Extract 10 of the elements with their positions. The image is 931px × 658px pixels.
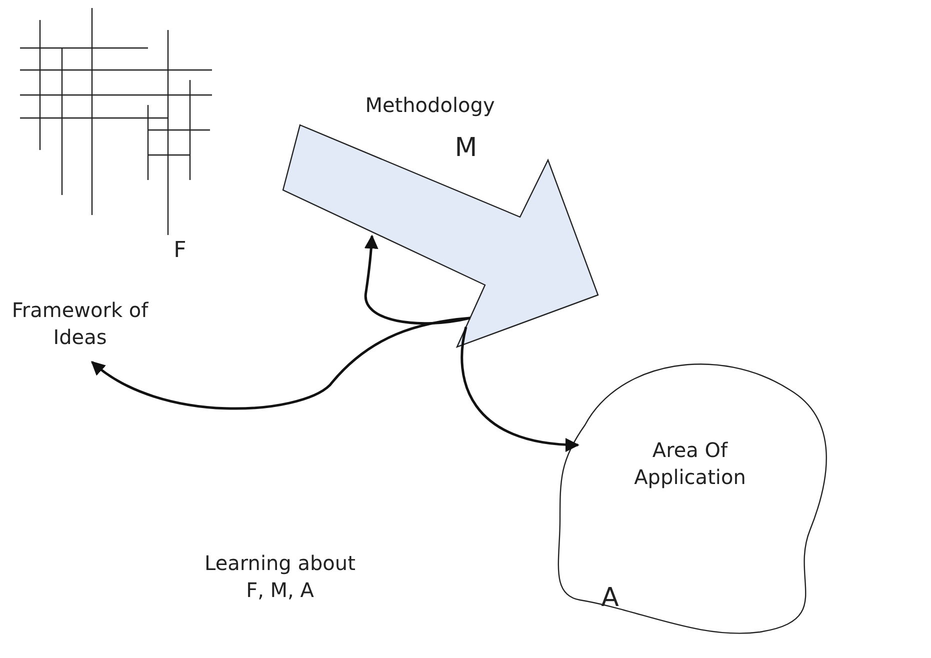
letter-label: A [600, 585, 620, 612]
annotation-text: Learning about F, M, A [204, 550, 356, 604]
curved-arrow [460, 326, 580, 452]
letter-label: F [172, 237, 188, 264]
letter-label: M [454, 135, 478, 162]
node-text: Area Of Application [633, 437, 747, 491]
curved-arrow [364, 234, 470, 324]
node-text: Methodology [365, 92, 495, 119]
curved-arrow [90, 316, 470, 410]
node-text: Framework of Ideas [10, 297, 150, 351]
